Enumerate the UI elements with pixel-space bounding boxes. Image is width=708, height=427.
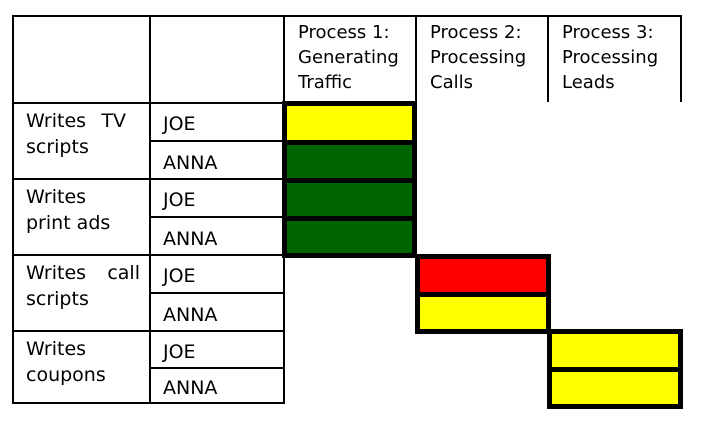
assignment-block bbox=[415, 292, 551, 334]
person-cell: ANNA bbox=[149, 367, 285, 404]
assignment-block bbox=[547, 329, 683, 372]
header-process-2: Process 2: Processing Calls bbox=[415, 15, 547, 102]
assignment-block bbox=[547, 367, 683, 409]
corner-cell-1 bbox=[12, 15, 149, 102]
person-cell: JOE bbox=[149, 254, 285, 292]
person-cell: ANNA bbox=[149, 216, 285, 254]
header-process-1: Process 1: Generating Traffic bbox=[283, 15, 415, 102]
assignment-block bbox=[282, 216, 417, 258]
person-cell: JOE bbox=[149, 330, 285, 367]
task-print-ads: Writes print ads bbox=[12, 178, 149, 254]
person-cell: JOE bbox=[149, 102, 285, 140]
assignment-block bbox=[282, 101, 417, 145]
assignment-block bbox=[282, 140, 417, 183]
person-cell: ANNA bbox=[149, 140, 285, 178]
assignment-block bbox=[282, 178, 417, 221]
corner-cell-2 bbox=[149, 15, 283, 102]
person-cell: ANNA bbox=[149, 292, 285, 330]
person-cell: JOE bbox=[149, 178, 285, 216]
task-coupons: Writes coupons bbox=[12, 330, 149, 404]
header-process-3: Process 3: Processing Leads bbox=[547, 15, 682, 102]
assignment-block bbox=[415, 254, 551, 297]
